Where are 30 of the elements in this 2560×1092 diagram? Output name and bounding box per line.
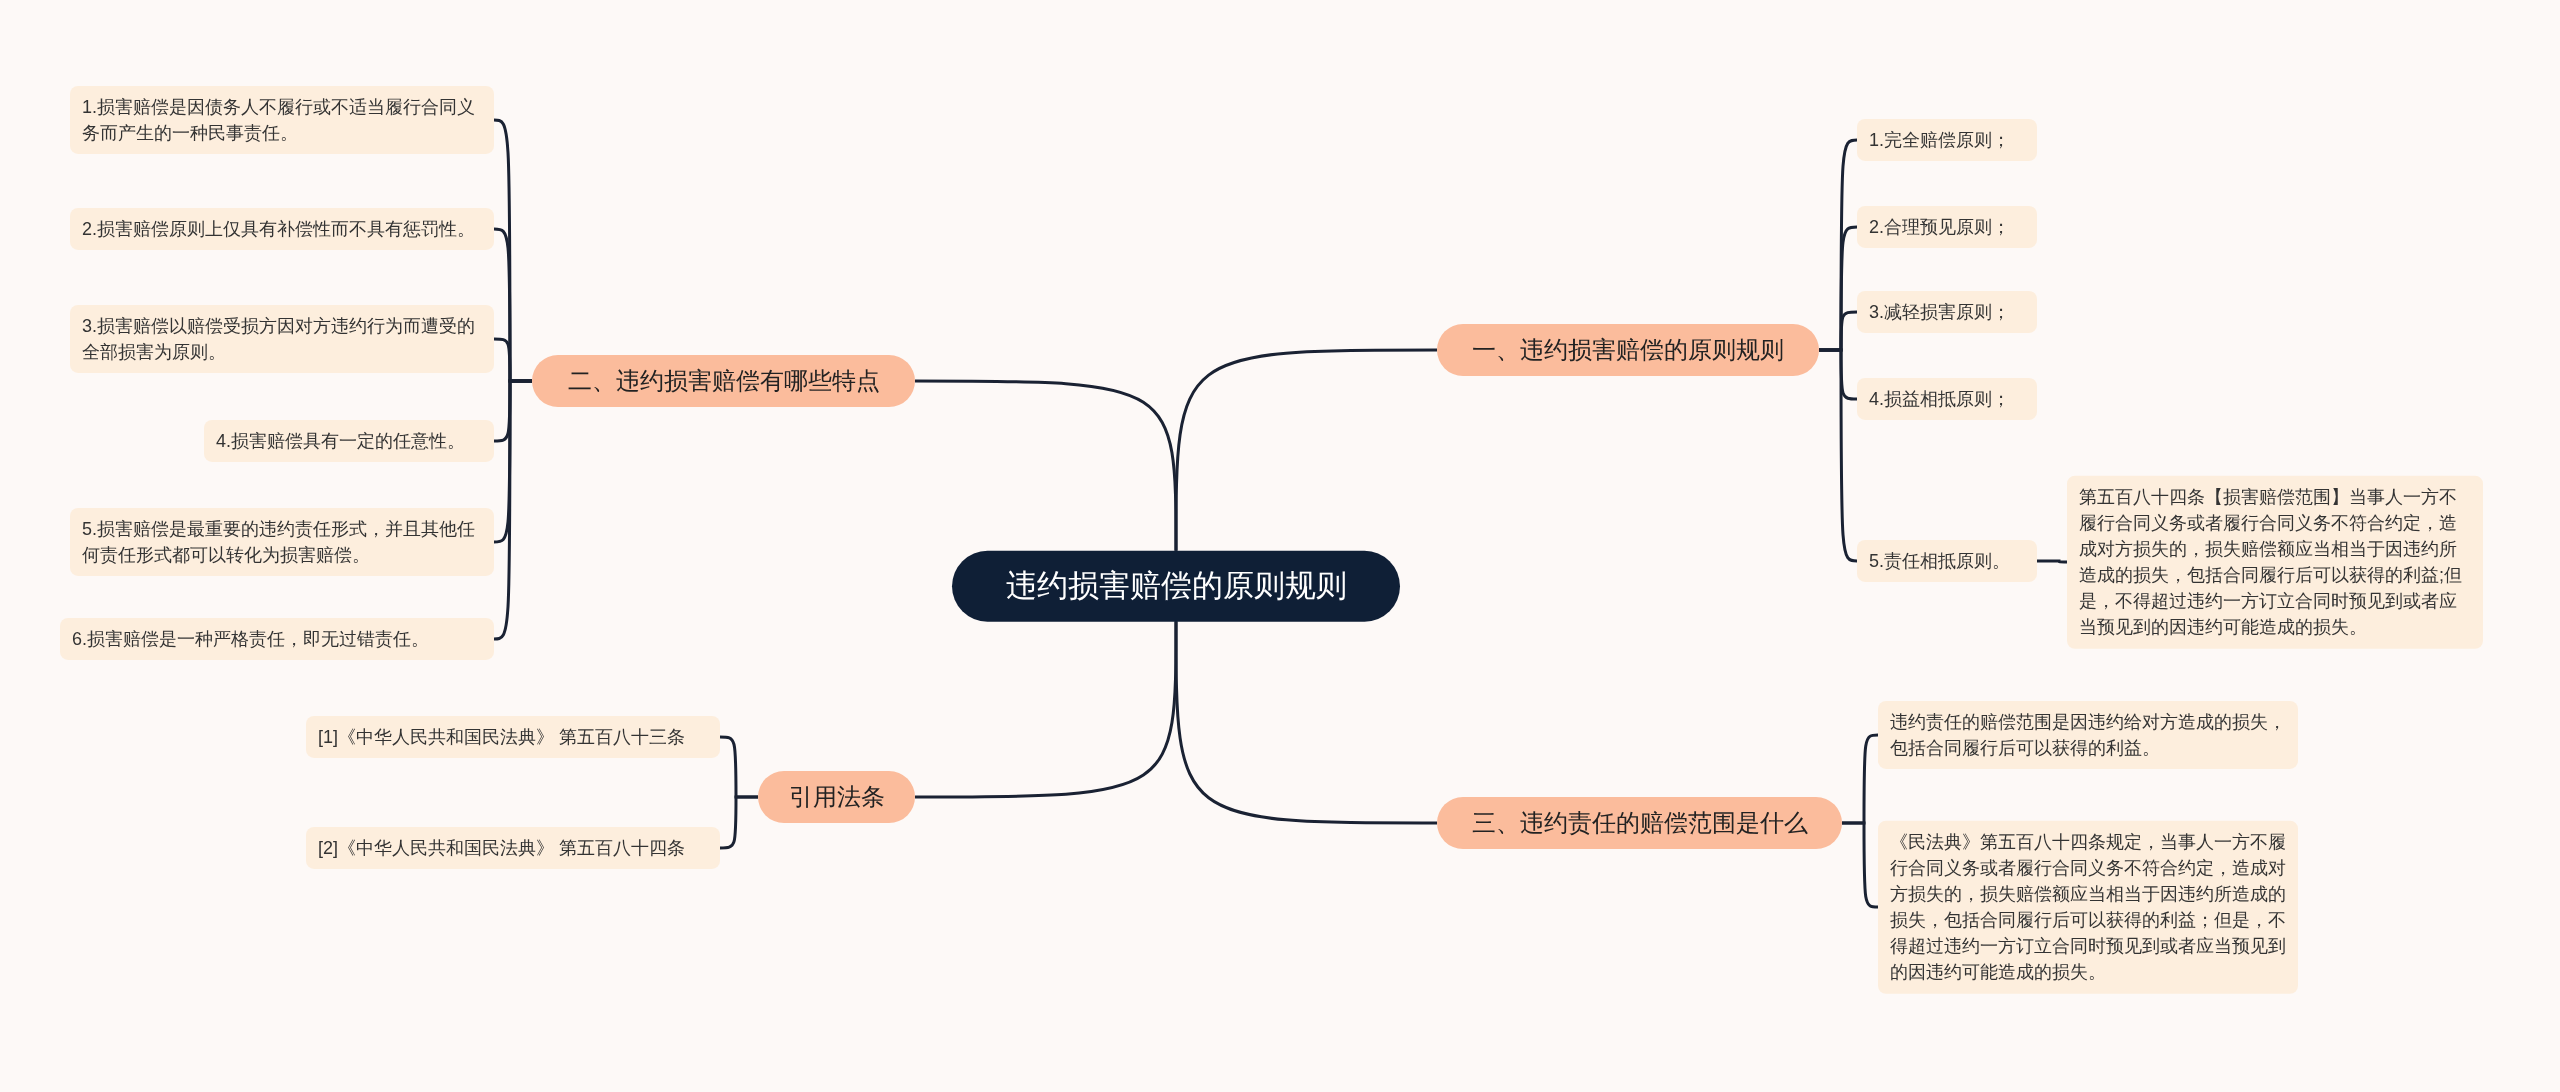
leaf-topic: 1.损害赔偿是因债务人不履行或不适当履行合同义务而产生的一种民事责任。 bbox=[70, 85, 494, 155]
leaf-topic: 4.损害赔偿具有一定的任意性。 bbox=[204, 419, 494, 463]
leaf-topic: 《民法典》第五百八十四条规定，当事人一方不履行合同义务或者履行合同义务不符合约定，造成对方损失的，损失赔偿额应当相当于因违约所造成的损失，包括合同履行后可以获得的利益；但是，不得超过违约一方订立合同时预见到或者应当预见到的因违约可能造成的损失。 bbox=[1878, 820, 2298, 994]
branch-topic: 三、违约责任的赔偿范围是什么 bbox=[1437, 797, 1842, 849]
leaf-topic: 5.损害赔偿是最重要的违约责任形式，并且其他任何责任形式都可以转化为损害赔偿。 bbox=[70, 507, 494, 577]
leaf-topic: 3.减轻损害原则； bbox=[1857, 290, 2037, 334]
connector-line bbox=[1174, 348, 1437, 551]
branch-topic: 一、违约损害赔偿的原则规则 bbox=[1437, 324, 1819, 376]
branch-topic: 引用法条 bbox=[758, 771, 915, 823]
leaf-topic: 5.责任相抵原则。 bbox=[1857, 539, 2037, 583]
connector-line bbox=[915, 621, 1178, 799]
connector-line bbox=[2037, 559, 2067, 564]
connector-line bbox=[720, 795, 758, 850]
connector-line bbox=[1819, 348, 1858, 563]
branch-topic: 二、违约损害赔偿有哪些特点 bbox=[532, 355, 915, 407]
connector-line bbox=[1174, 621, 1437, 825]
leaf-topic: 3.损害赔偿以赔偿受损方因对方违约行为而遭受的全部损害为原则。 bbox=[70, 304, 494, 374]
leaf-topic: 4.损益相抵原则； bbox=[1857, 377, 2037, 421]
connector-line bbox=[915, 379, 1178, 551]
leaf-topic: [2]《中华人民共和国民法典》 第五百八十四条 bbox=[306, 826, 720, 870]
connector-line bbox=[493, 379, 532, 641]
leaf-topic: 违约责任的赔偿范围是因违约给对方造成的损失，包括合同履行后可以获得的利益。 bbox=[1878, 700, 2298, 770]
connector-line bbox=[1842, 821, 1879, 909]
central-topic: 违约损害赔偿的原则规则 bbox=[952, 550, 1400, 622]
leaf-topic: 6.损害赔偿是一种严格责任，即无过错责任。 bbox=[60, 617, 494, 661]
leaf-topic: 2.损害赔偿原则上仅具有补偿性而不具有惩罚性。 bbox=[70, 207, 494, 251]
leaf-topic: 2.合理预见原则； bbox=[1857, 205, 2037, 249]
leaf-topic: [1]《中华人民共和国民法典》 第五百八十三条 bbox=[306, 715, 720, 759]
leaf-topic: 第五百八十四条【损害赔偿范围】当事人一方不履行合同义务或者履行合同义务不符合约定，造成对方损失的，损失赔偿额应当相当于因违约所造成的损失，包括合同履行后可以获得的利益;但是，不得超过违约一方订立合同时预见到或者应当预见到的因违约可能造成的损失。 bbox=[2067, 475, 2483, 649]
leaf-topic: 1.完全赔偿原则； bbox=[1857, 118, 2037, 162]
